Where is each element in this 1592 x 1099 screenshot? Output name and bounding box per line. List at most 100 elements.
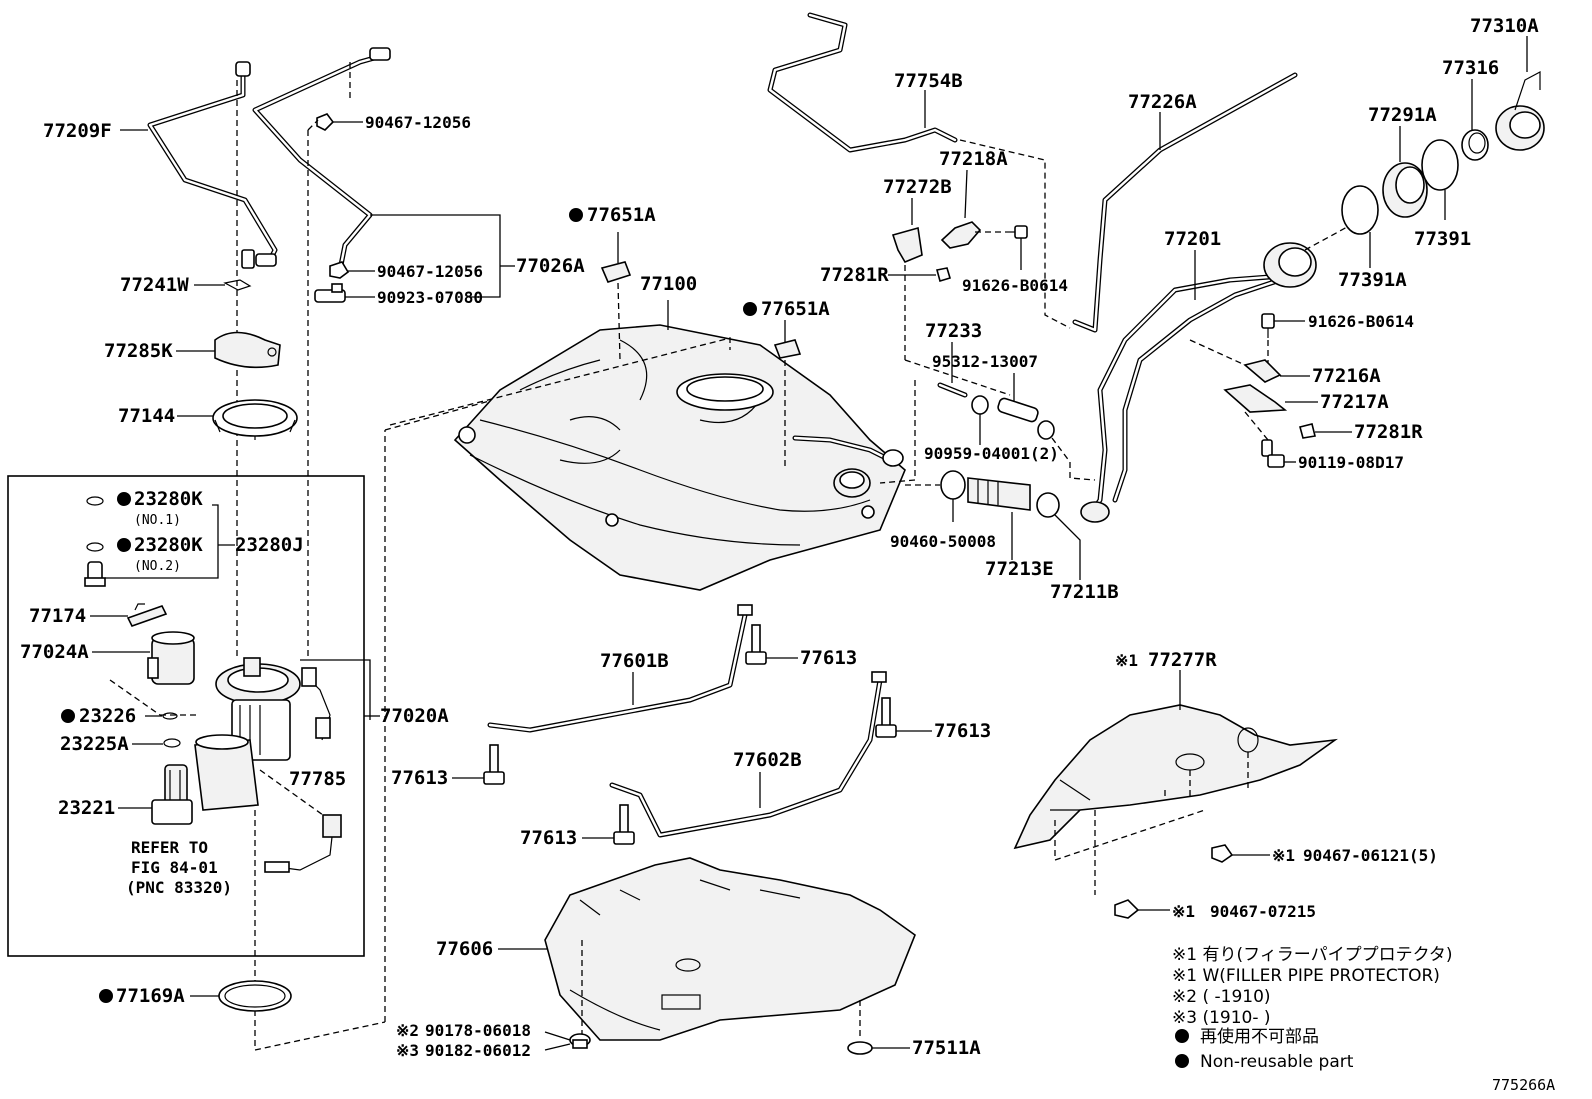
grommet-90178-06018[interactable]: [569, 1033, 591, 1049]
bracket-77272b[interactable]: [891, 226, 923, 264]
filler-pipe-protector-77277r[interactable]: [1013, 704, 1338, 850]
label-77100: 77100: [640, 273, 697, 295]
o-ring-23280k-no1[interactable]: [86, 496, 104, 506]
clamp-90467-12056-lower[interactable]: [329, 261, 350, 279]
label-23226: 23226: [79, 705, 136, 727]
valve-23280j[interactable]: [84, 561, 106, 587]
clip-90467-06121[interactable]: [1211, 844, 1234, 863]
clamp-90467-12056-upper[interactable]: [316, 113, 335, 131]
label-77651a-left: 77651A: [587, 204, 656, 226]
label-91626-b0614-right: 91626-B0614: [1308, 312, 1414, 331]
clip-77281r-top[interactable]: [936, 267, 951, 283]
label-77281r-top: 77281R: [820, 264, 889, 286]
fuel-pump-module[interactable]: [194, 657, 301, 811]
non-reusable-dot-23226: [61, 709, 75, 723]
bracket-77174[interactable]: [126, 603, 168, 627]
label-90467-06121-mark: ※1: [1272, 846, 1295, 865]
ring-77316[interactable]: [1461, 129, 1489, 161]
filler-pipe-77201[interactable]: [1080, 242, 1317, 523]
label-77613-b: 77613: [934, 720, 991, 742]
legend-line-1: ※1 有り(フィラーパイププロテクタ): [1172, 945, 1453, 965]
label-77602b: 77602B: [733, 749, 802, 771]
clamp-90460-50008[interactable]: [940, 470, 966, 500]
label-77272b: 77272B: [883, 176, 952, 198]
refer-line-2: FIG 84-01: [131, 858, 218, 877]
breather-tube-77226a[interactable]: [1072, 72, 1298, 333]
hose-95312-13007[interactable]: [997, 397, 1039, 423]
pad-77651a-right[interactable]: [773, 339, 802, 359]
hose-77213e[interactable]: [967, 477, 1031, 511]
label-77291a: 77291A: [1368, 104, 1437, 126]
bracket-77216a[interactable]: [1243, 359, 1282, 383]
label-77209f: 77209F: [43, 120, 112, 142]
label-90119-08d17: 90119-08D17: [1298, 453, 1404, 472]
sensor-fig-84-01[interactable]: [264, 814, 342, 873]
vent-tube-77209f[interactable]: [147, 61, 278, 269]
fuel-sender-77024a[interactable]: [147, 631, 195, 685]
label-90467-07215: 90467-07215: [1210, 902, 1316, 921]
gasket-77391a[interactable]: [1341, 185, 1379, 235]
protector-77606[interactable]: [544, 857, 916, 1041]
bolt-77613-a[interactable]: [745, 624, 767, 665]
o-ring-23280k-no2[interactable]: [86, 542, 104, 552]
filler-neck-77291a[interactable]: [1382, 162, 1428, 218]
pad-77651a-left[interactable]: [600, 261, 632, 283]
label-77277r: 77277R: [1148, 649, 1217, 671]
label-77226a: 77226A: [1128, 91, 1197, 113]
retainer-77285k[interactable]: [214, 331, 281, 369]
bolt-77613-d[interactable]: [613, 804, 635, 845]
label-23280k-no1-note: (NO.1): [134, 513, 181, 528]
filter-23225a[interactable]: [163, 738, 181, 748]
lock-ring-77144[interactable]: [212, 399, 298, 440]
strap-77601b[interactable]: [487, 604, 753, 733]
connector-90923-07080[interactable]: [314, 283, 346, 303]
label-23280k-no2-note: (NO.2): [134, 559, 181, 574]
legend: ※1 有り(フィラーパイププロテクタ) ※1 W(FILLER PIPE PRO…: [1172, 945, 1453, 1072]
legend-dot-2: [1175, 1054, 1189, 1068]
legend-line-6: Non-reusable part: [1200, 1052, 1354, 1072]
hose-77754b[interactable]: [767, 12, 958, 153]
label-77233: 77233: [925, 320, 982, 342]
label-77169a: 77169A: [116, 985, 185, 1007]
label-77281r-right: 77281R: [1354, 421, 1423, 443]
fuel-cap-77310a[interactable]: [1495, 71, 1545, 151]
fuel-tank-77100[interactable]: [453, 324, 906, 591]
label-77391: 77391: [1414, 228, 1471, 250]
bracket-77217a[interactable]: [1223, 384, 1288, 413]
joint-77233[interactable]: [937, 382, 968, 398]
bolt-91626-b0614-top[interactable]: [1005, 225, 1028, 239]
gasket-77391[interactable]: [1421, 139, 1459, 191]
clamp-77211b[interactable]: [1036, 492, 1060, 518]
label-77211b: 77211B: [1050, 581, 1119, 603]
clip-77241w[interactable]: [223, 279, 252, 291]
bolt-77613-c[interactable]: [483, 744, 505, 785]
bolt-91626-b0614-right[interactable]: [1261, 313, 1275, 338]
clip-90467-07215[interactable]: [1114, 899, 1140, 919]
label-90923-07080: 90923-07080: [377, 288, 483, 307]
label-77218a: 77218A: [939, 148, 1008, 170]
gasket-77169a[interactable]: [218, 980, 292, 1012]
label-77601b: 77601B: [600, 650, 669, 672]
clip-77281r-right[interactable]: [1299, 423, 1316, 439]
label-77511a: 77511A: [912, 1037, 981, 1059]
non-reusable-dot-23280k-no1: [117, 492, 131, 506]
label-77213e: 77213E: [985, 558, 1054, 580]
bolt-77613-b[interactable]: [875, 697, 897, 738]
o-ring-23226[interactable]: [162, 712, 178, 720]
bolt-90119-08d17[interactable]: [1261, 439, 1285, 468]
harness-77785[interactable]: [301, 667, 331, 741]
label-77216a: 77216A: [1312, 365, 1381, 387]
strap-77602b[interactable]: [609, 671, 887, 838]
label-90467-07215-mark: ※1: [1172, 902, 1195, 921]
label-77391a: 77391A: [1338, 269, 1407, 291]
fuel-pump-23221[interactable]: [151, 764, 193, 825]
clamp-90959-04001[interactable]: [971, 395, 1055, 440]
clip-77511a[interactable]: [847, 1041, 873, 1055]
refer-line-3: (PNC 83320): [126, 878, 232, 897]
label-90182-06012: 90182-06012: [425, 1041, 531, 1060]
vent-tube-77026a[interactable]: [252, 47, 391, 273]
non-reusable-dot-77651a-left: [569, 208, 583, 222]
clamp-77218a[interactable]: [940, 221, 982, 249]
label-77606: 77606: [436, 938, 493, 960]
